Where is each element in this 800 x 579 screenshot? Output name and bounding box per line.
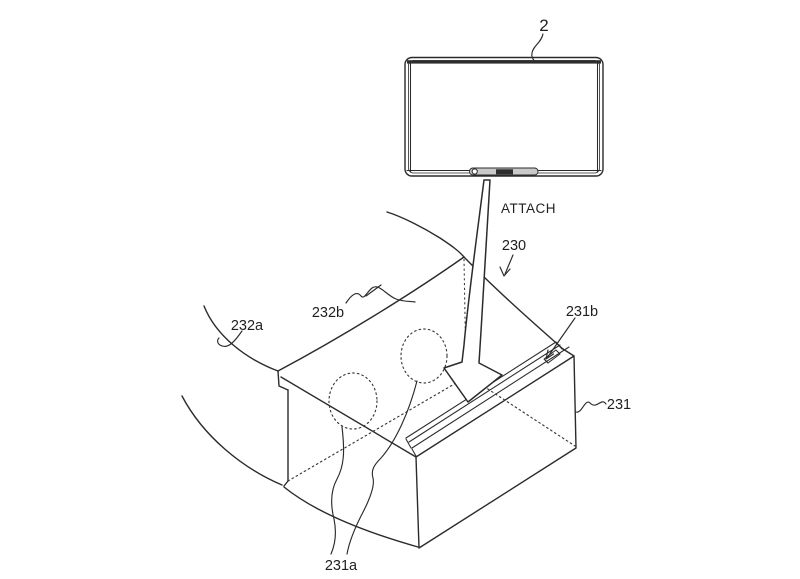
hidden-bottom-left-edge (287, 375, 469, 482)
label-232a: 232a (231, 318, 264, 334)
label-attach: ATTACH (501, 201, 556, 216)
visor-left-upper-curve (203, 305, 279, 372)
label-231b: 231b (566, 304, 598, 320)
visor-left-lower-curve (181, 395, 283, 486)
leader-230 (499, 254, 514, 277)
leader-231a-left (330, 426, 345, 555)
leader-lines (217, 33, 607, 555)
attach-arrow (443, 179, 503, 403)
lens-circle-right (400, 328, 448, 384)
tablet-top-band (407, 60, 601, 64)
leader-2 (531, 33, 544, 63)
figure-labels: 2 ATTACH 230 232b 232a 231b 231 231a (231, 16, 631, 574)
label-2: 2 (539, 16, 548, 35)
label-231: 231 (607, 397, 631, 413)
label-231a: 231a (325, 558, 358, 574)
leader-232a (217, 330, 243, 347)
leader-231 (575, 401, 607, 413)
tablet-connector (469, 167, 539, 176)
visor-back-left-edge (277, 256, 465, 372)
leader-231b (545, 317, 576, 360)
headset-drawing (181, 211, 577, 549)
console-slot (405, 341, 570, 457)
label-232b: 232b (312, 305, 344, 321)
leader-231a-right (346, 380, 418, 555)
box-top-left-edge (280, 376, 417, 458)
visor-bottom-curve (283, 486, 419, 548)
visor-top-curve (386, 211, 465, 258)
box-front-face (415, 355, 577, 549)
leader-232b (345, 284, 416, 304)
label-230: 230 (502, 238, 526, 254)
tablet-drawing (404, 56, 604, 177)
lens-circle-left (328, 372, 378, 430)
